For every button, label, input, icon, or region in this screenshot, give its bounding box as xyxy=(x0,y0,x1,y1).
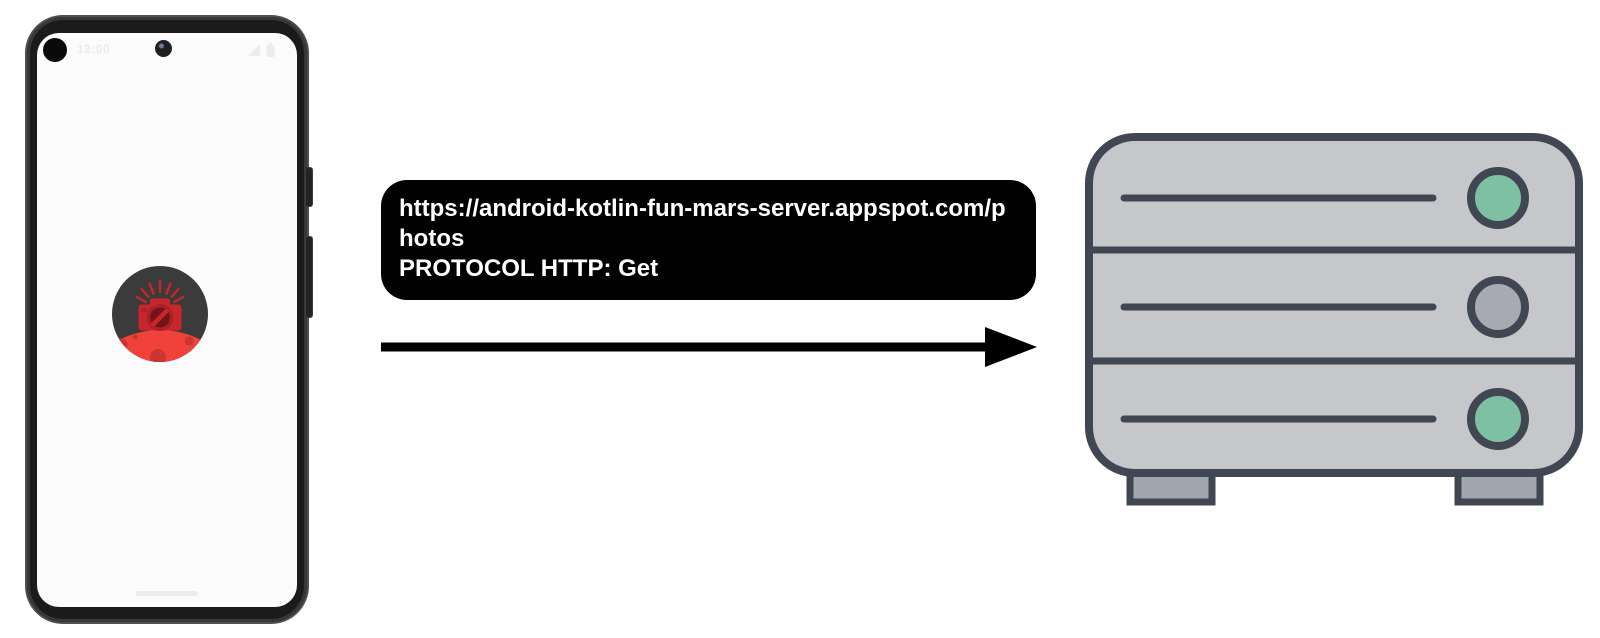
home-indicator xyxy=(136,591,198,596)
phone-device: 12:00 xyxy=(27,17,312,622)
status-bar-time: 12:00 xyxy=(77,42,111,56)
camera-icon xyxy=(138,298,182,331)
mars-photos-app-icon xyxy=(110,264,210,364)
phone-volume-button xyxy=(306,168,312,206)
request-protocol: PROTOCOL HTTP: Get xyxy=(399,255,659,282)
phone-screen: 12:00 xyxy=(37,33,297,607)
request-arrow xyxy=(375,320,1047,374)
server-slot-lines xyxy=(1120,194,1437,423)
request-url: https://android-kotlin-fun-mars-server.a… xyxy=(399,195,1006,252)
status-dot-icon xyxy=(43,38,67,62)
battery-icon xyxy=(266,43,275,57)
status-bar-icons xyxy=(247,43,275,57)
mars-photos-camera-icon xyxy=(112,266,208,362)
server-led-middle xyxy=(1467,276,1529,338)
phone-power-button xyxy=(306,237,312,317)
signal-icon xyxy=(248,44,260,56)
server-icon xyxy=(1085,133,1583,506)
arrow-icon xyxy=(381,327,1037,367)
camera-flash-rays xyxy=(135,279,185,304)
server-illustration xyxy=(1070,110,1590,510)
front-camera-icon xyxy=(155,40,172,57)
server-led-top xyxy=(1467,167,1529,229)
server-led-bottom xyxy=(1467,388,1529,450)
request-label: https://android-kotlin-fun-mars-server.a… xyxy=(381,180,1036,300)
